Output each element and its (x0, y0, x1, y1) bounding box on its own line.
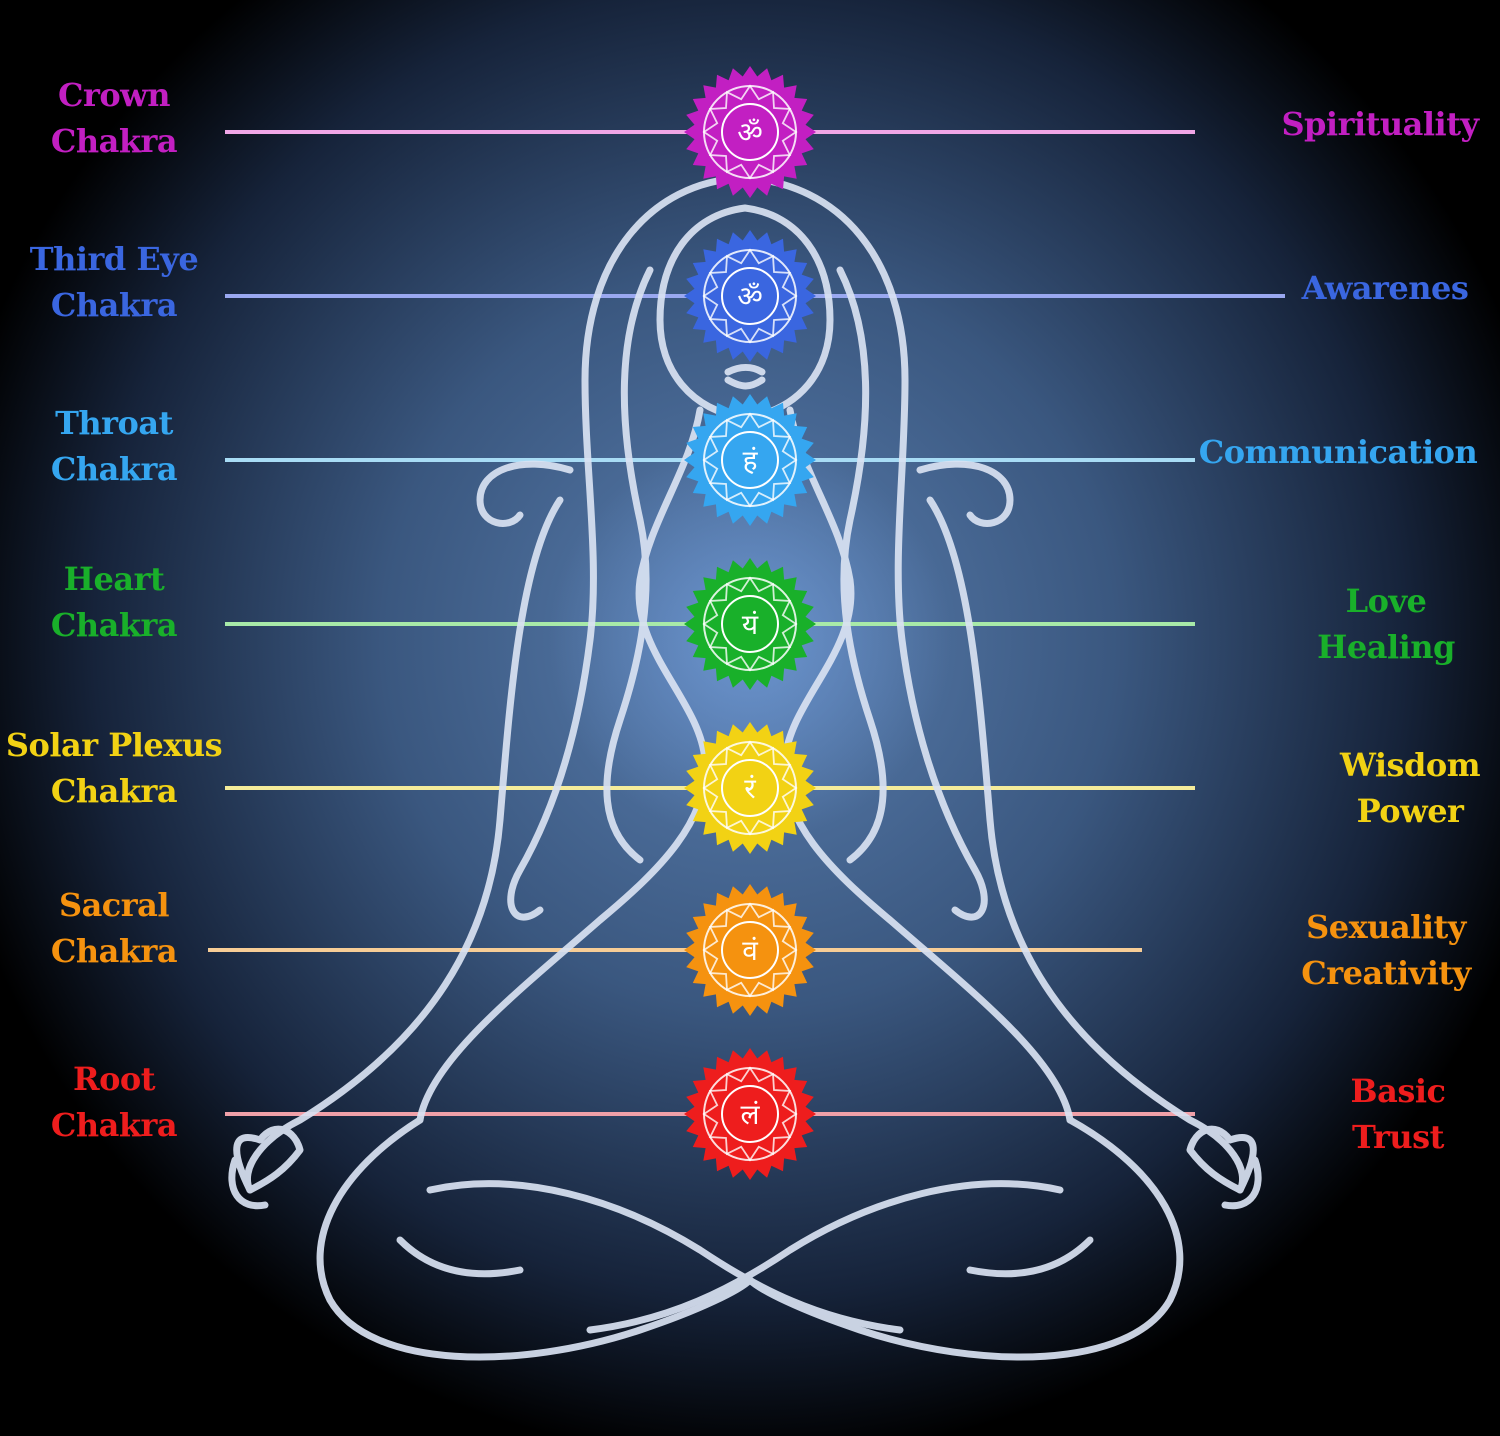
arm-right (926, 496, 1247, 1194)
third-eye-chakra-emblem: ॐ (684, 230, 816, 362)
chakra-meaning-line: Sexuality (1306, 908, 1466, 946)
chakra-meaning-line: Love (1345, 582, 1427, 620)
crown-chakra-symbol: ॐ (737, 116, 763, 149)
chakra-name-line: Chakra (50, 932, 178, 970)
crown-chakra-meaning: Spirituality (1230, 101, 1500, 147)
chakra-meaning-line: Power (1356, 792, 1464, 830)
sacral-chakra-emblem: वं (684, 884, 816, 1016)
knee-line-right (966, 1236, 1094, 1278)
chakra-name-line: Chakra (50, 450, 178, 488)
root-chakra-emblem: लं (684, 1048, 816, 1180)
third-eye-chakra-symbol: ॐ (737, 280, 763, 313)
chakra-name-line: Crown (58, 76, 170, 114)
hair-strand-right (836, 266, 887, 864)
chakra-meaning-line: Awarenes (1301, 269, 1469, 307)
shoulder-curl-left (476, 460, 574, 527)
leg-cross-left (426, 1180, 904, 1334)
throat-chakra-symbol: हं (743, 444, 759, 477)
leg-cross-right (586, 1180, 1064, 1334)
chakra-meaning-line: Creativity (1301, 954, 1471, 992)
chakra-name-line: Chakra (50, 286, 178, 324)
crown-chakra-emblem: ॐ (684, 66, 816, 198)
chakra-name-line: Chakra (50, 772, 178, 810)
arm-left (243, 496, 564, 1194)
meditating-figure-outline (228, 174, 1262, 1361)
chakra-name-line: Solar Plexus (5, 726, 223, 764)
heart-chakra-symbol: यं (742, 608, 759, 641)
hair-outline-right (738, 174, 988, 921)
chakra-name-line: Third Eye (29, 240, 199, 278)
hand-right (1186, 1125, 1262, 1210)
third-eye-chakra-meaning: Awarenes (1235, 265, 1500, 311)
solar-plexus-chakra-symbol: रं (744, 772, 756, 805)
throat-chakra-emblem: हं (684, 394, 816, 526)
chakra-name-line: Sacral (58, 886, 170, 924)
shoulder-curl-right (916, 460, 1014, 527)
chakra-meaning-line: Wisdom (1339, 746, 1481, 784)
chakra-emblems: ॐ ॐ हं यं रं वं लं (684, 66, 816, 1180)
hair-outline-left (507, 174, 746, 921)
hand-left (228, 1125, 304, 1210)
lips (724, 364, 766, 390)
chakra-meaning-line: Communication (1198, 433, 1478, 471)
heart-chakra-emblem: यं (684, 558, 816, 690)
chakra-meaning-line: Basic (1350, 1072, 1446, 1110)
chakra-name-line: Chakra (50, 122, 178, 160)
hair-strand-left (603, 266, 654, 864)
chakra-name-line: Throat (55, 404, 173, 442)
chakra-name-line: Chakra (50, 606, 178, 644)
sacral-chakra-symbol: वं (742, 934, 758, 967)
root-chakra-symbol: लं (741, 1098, 761, 1131)
throat-chakra-meaning: Communication (1188, 429, 1488, 475)
chakra-name-line: Root (72, 1060, 156, 1098)
chakra-meaning-line: Healing (1317, 628, 1455, 666)
chakra-name-line: Heart (63, 560, 165, 598)
chakra-name-line: Chakra (50, 1106, 178, 1144)
chakra-meaning-line: Spirituality (1281, 105, 1479, 143)
knee-line-left (396, 1236, 524, 1278)
solar-plexus-chakra-emblem: रं (684, 722, 816, 854)
chakra-meaning-line: Trust (1352, 1118, 1444, 1156)
